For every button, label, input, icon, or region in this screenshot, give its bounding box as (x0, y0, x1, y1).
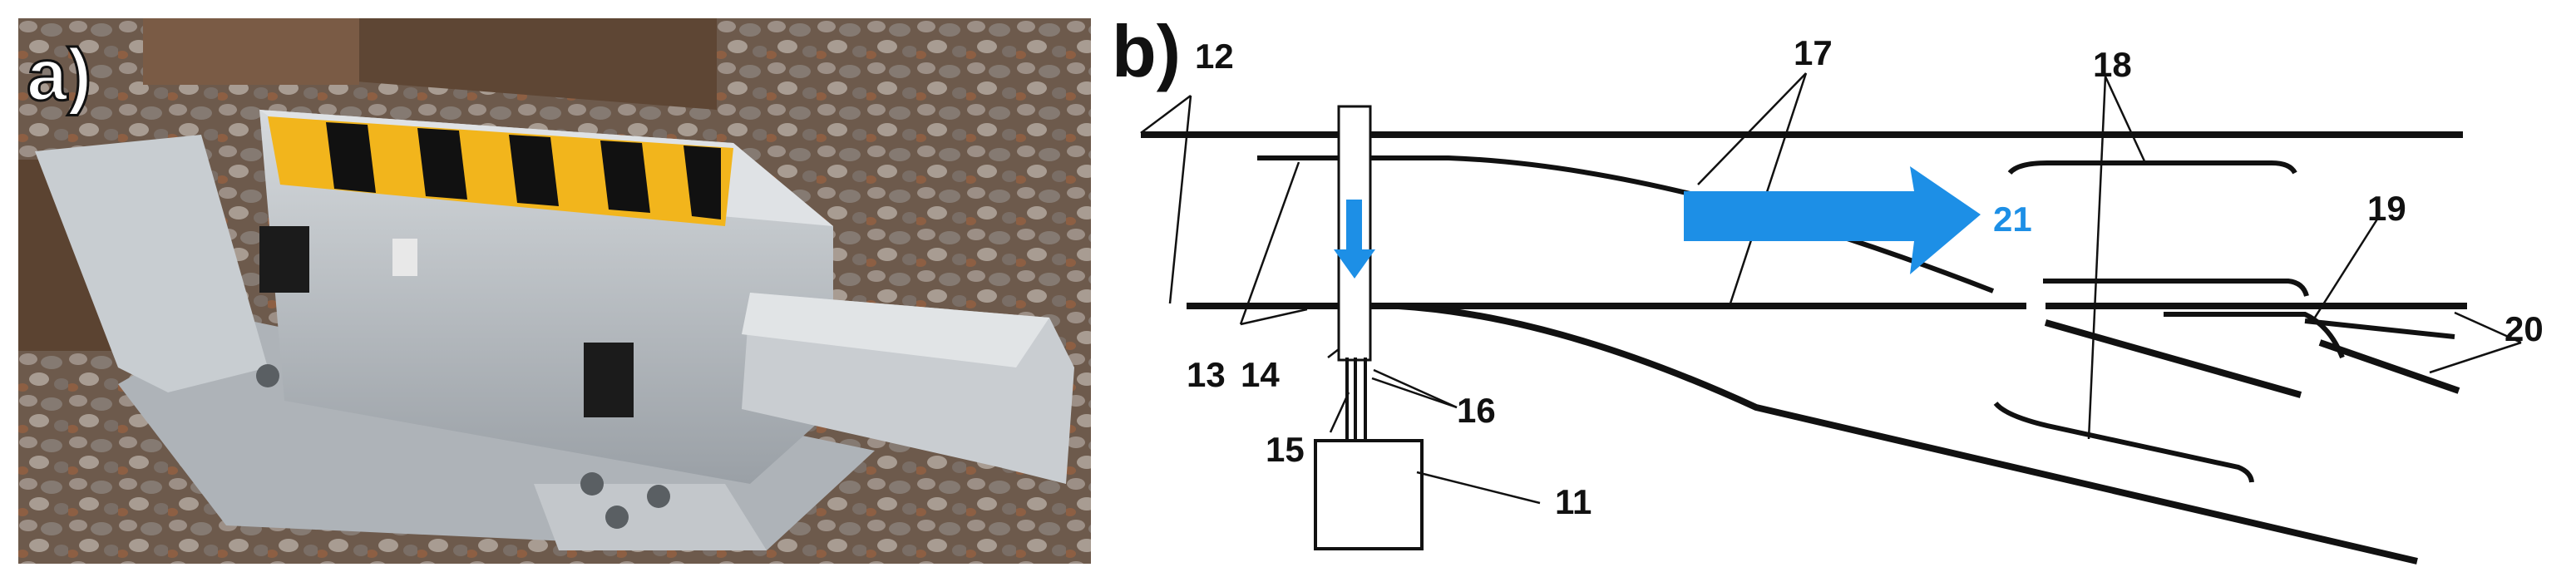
switch-machine-photo: a) (18, 18, 1091, 564)
callout-14: 14 (1241, 355, 1280, 394)
callout-13: 13 (1187, 355, 1226, 394)
callout-19: 19 (2367, 189, 2406, 228)
check-rail-lower (1993, 401, 2254, 483)
diverging-rail (1398, 303, 2418, 565)
crossing-rail-2 (2304, 318, 2455, 339)
point-machine-box (1314, 439, 1424, 550)
callout-18: 18 (2093, 45, 2132, 84)
callout-15: 15 (1266, 430, 1305, 469)
crossing-rail (2044, 319, 2302, 398)
switch-schematic: b) 12 17 18 19 21 20 13 14 16 15 11 (1112, 10, 2544, 565)
check-rail-upper (2007, 160, 2297, 175)
callout-20: 20 (2504, 309, 2544, 348)
throw-direction-arrow (1334, 200, 1375, 279)
wing-rail (2164, 312, 2345, 359)
panel-a-label: a) (27, 33, 91, 116)
callout-17: 17 (1794, 33, 1833, 72)
check-rail-upper-2 (2043, 279, 2309, 297)
hazard-stripe (268, 116, 733, 226)
callout-12: 12 (1195, 37, 1234, 76)
callout-16: 16 (1457, 391, 1496, 430)
panel-b-label: b) (1112, 10, 1181, 92)
callout-21: 21 (1993, 200, 2032, 239)
travel-direction-arrow (1684, 166, 1981, 274)
callout-11: 11 (1555, 482, 1591, 521)
